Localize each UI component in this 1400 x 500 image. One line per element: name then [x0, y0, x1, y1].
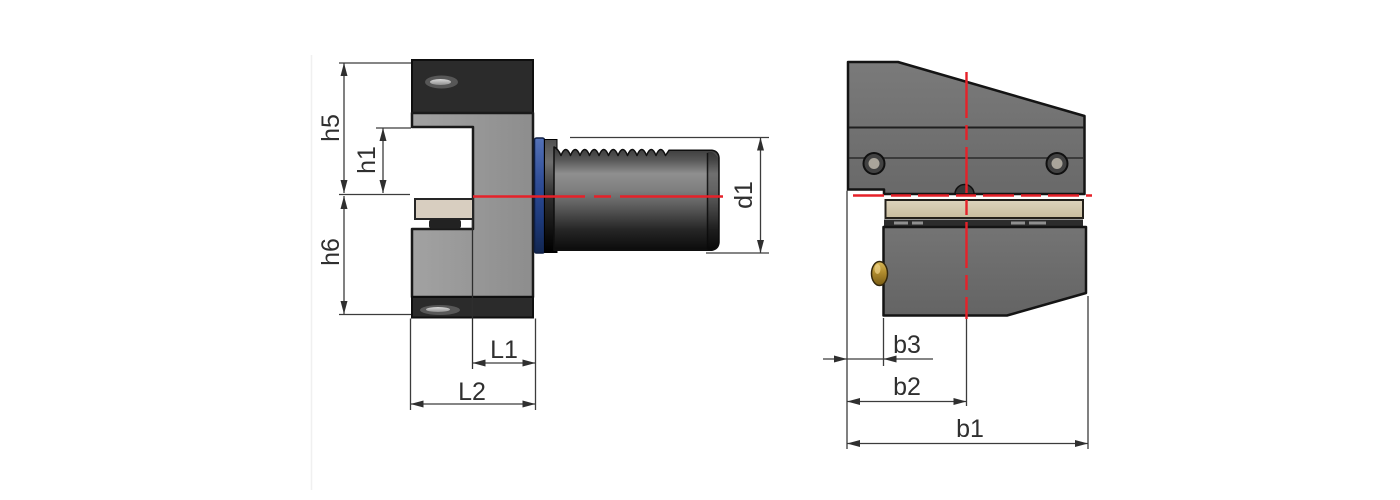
arrow-b2-right — [953, 398, 967, 405]
brass-set-screw-icon — [870, 260, 889, 287]
clamp-screw-right-center — [1051, 158, 1063, 169]
arrow-b3-left — [834, 355, 847, 363]
dim-label-d1: d1 — [730, 181, 758, 209]
clamp-strip — [884, 219, 1083, 227]
arrow-h1-up — [379, 128, 387, 141]
shank-end-shade — [707, 152, 719, 250]
arrow-b1-right — [1075, 440, 1088, 447]
arrow-l1-right — [522, 359, 536, 367]
clamp-tab — [429, 219, 461, 229]
arrow-h6-down — [340, 301, 348, 314]
mounting-slot-bottom-highlight — [426, 307, 450, 312]
dim-label-b1: b1 — [956, 415, 984, 443]
dim-label-h6: h6 — [317, 238, 345, 266]
arrow-h6-up — [340, 196, 348, 209]
front-lower-block — [882, 225, 1088, 317]
arrow-h1-down — [379, 180, 387, 193]
side-view-dimension-lines — [339, 62, 769, 410]
tool-body — [410, 111, 535, 299]
dim-label-l1: L1 — [490, 336, 518, 364]
strip-mark — [1029, 221, 1046, 225]
brass-set-screw-highlight — [874, 264, 881, 274]
side-view-arrowheads — [340, 63, 764, 408]
dim-label-h5: h5 — [317, 114, 345, 142]
front-view-dimension-lines — [823, 190, 1089, 449]
seat-insert — [414, 198, 474, 220]
arrow-b3-right — [883, 355, 897, 363]
clamp-screw-left-center — [868, 158, 880, 169]
arrow-l1-left — [472, 359, 486, 367]
dim-label-b3: b3 — [893, 331, 921, 359]
arrow-h5-down — [340, 180, 348, 193]
arrow-l2-right — [522, 400, 536, 408]
clamp-strip-marks — [894, 221, 1046, 225]
arrow-b1-left — [847, 440, 860, 447]
wedge-strip — [884, 199, 1084, 219]
dim-label-l2: L2 — [458, 378, 486, 406]
strip-mark — [894, 221, 908, 225]
arrow-d1-down — [757, 240, 764, 253]
front-view: b3 b2 b1 — [823, 60, 1092, 449]
dim-label-h1: h1 — [353, 146, 381, 174]
side-view: h5 h1 h6 d1 L1 L2 — [317, 59, 769, 410]
arrow-d1-up — [757, 137, 764, 151]
strip-mark — [1011, 221, 1025, 225]
arrow-l2-left — [410, 400, 424, 408]
front-view-arrowheads — [834, 355, 1088, 447]
arrow-h5-up — [340, 63, 348, 76]
strip-mark — [912, 221, 923, 225]
arrow-b2-left — [847, 398, 860, 405]
dim-label-b2: b2 — [893, 373, 921, 401]
mounting-slot-top-highlight — [430, 79, 451, 85]
threaded-shank — [553, 146, 720, 251]
